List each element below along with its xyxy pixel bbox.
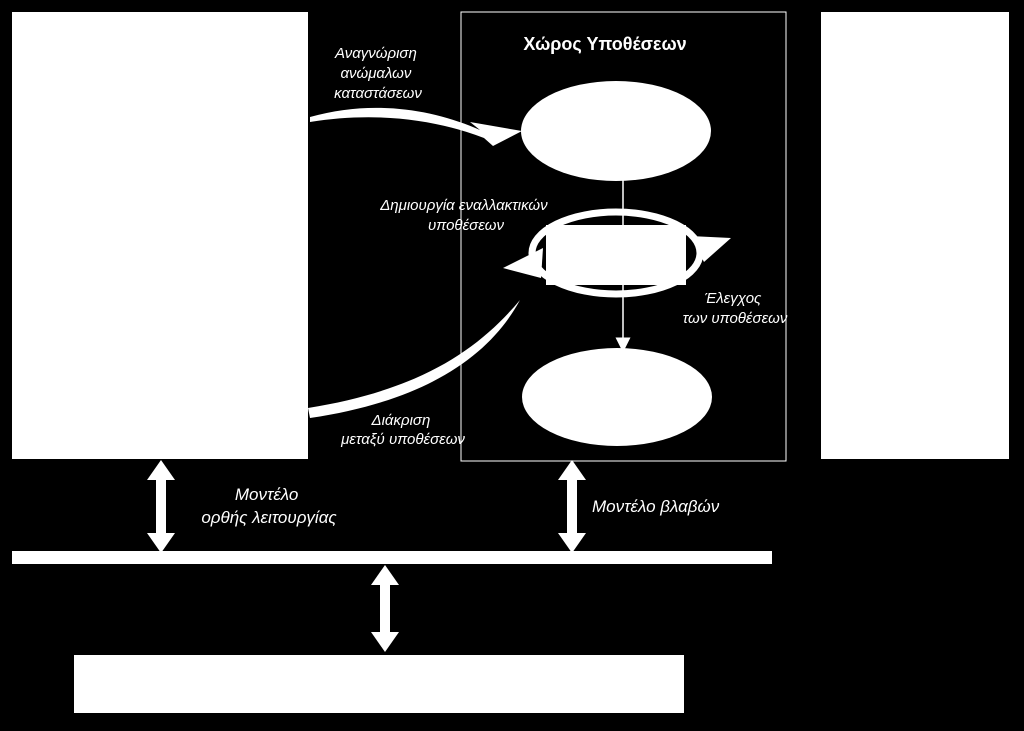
middle-box	[546, 225, 686, 285]
label-discrimination: Διάκριση μεταξύ υποθέσεων	[340, 412, 465, 448]
double-arrow-fault-model	[558, 460, 586, 553]
label-fault-model: Μοντέλο βλαβών	[592, 497, 720, 516]
label-check-hypotheses: Έλεγχος των υποθέσεων	[683, 290, 788, 327]
double-arrow-normal-model	[147, 460, 175, 553]
hypothesis-space-frame	[460, 11, 787, 462]
bottom-block	[74, 655, 684, 713]
discrimination-swoosh	[308, 300, 520, 418]
label-generate-hypotheses: Δημιουργία εναλλακτικών υποθέσεων	[379, 197, 552, 234]
bottom-ellipse	[522, 348, 712, 446]
hypothesis-space-title: Χώρος Υποθέσεων	[523, 34, 686, 54]
double-arrow-bottom	[371, 565, 399, 652]
label-anomaly-recognition: Αναγνώριση ανώμαλων καταστάσεων	[334, 45, 422, 102]
left-block	[12, 12, 308, 459]
cycle-arrowhead-right	[690, 236, 731, 262]
top-ellipse	[521, 81, 711, 181]
right-block	[821, 12, 1009, 459]
label-normal-model: Μοντέλο ορθής λειτουργίας	[201, 485, 337, 527]
cycle-arrowhead-left	[503, 248, 543, 278]
horizontal-bus	[12, 551, 772, 564]
anomaly-curve-arrow	[310, 107, 522, 146]
